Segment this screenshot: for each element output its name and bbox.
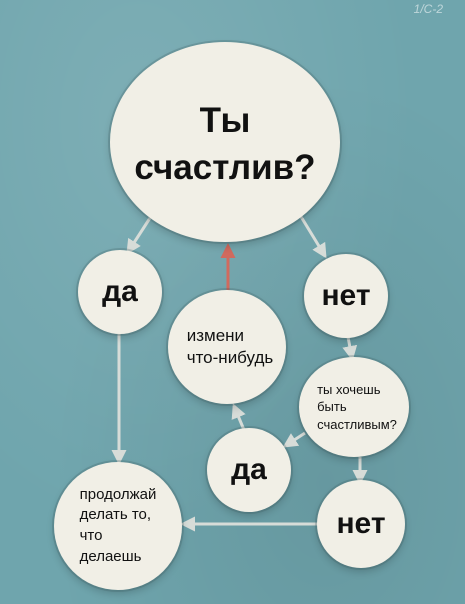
arrow-no-to-want: [342, 336, 358, 361]
node-yes-second-label: да: [231, 453, 267, 486]
node-yes-label: да: [102, 275, 138, 308]
arrow-question-to-no: [298, 214, 327, 259]
node-change-something-label: измени что-нибудь: [186, 325, 274, 367]
node-keep-doing: продолжай делать то, что делаешь: [54, 462, 182, 590]
arrow-want-to-yes2: [282, 431, 306, 448]
arrow-question-to-yes: [126, 217, 152, 255]
arrow-yes2-to-change: [231, 403, 246, 431]
node-keep-doing-label: продолжай делать то, что делаешь: [79, 485, 157, 565]
node-no-second-label: нет: [336, 507, 386, 540]
node-yes-second: да: [207, 428, 291, 512]
node-do-you-want-to-be-happy: ты хочешь быть счастливым?: [299, 357, 409, 457]
node-are-you-happy: Ты счастлив?: [110, 42, 340, 242]
node-are-you-happy-label: Ты счастлив?: [134, 100, 316, 187]
node-no: нет: [304, 254, 388, 338]
corner-mark: 1/C-2: [413, 2, 443, 16]
node-no-second: нет: [317, 480, 405, 568]
node-yes: да: [78, 250, 162, 334]
node-no-label: нет: [321, 279, 371, 312]
node-do-you-want-to-be-happy-label: ты хочешь быть счастливым?: [317, 381, 397, 432]
node-change-something: измени что-нибудь: [168, 290, 286, 404]
